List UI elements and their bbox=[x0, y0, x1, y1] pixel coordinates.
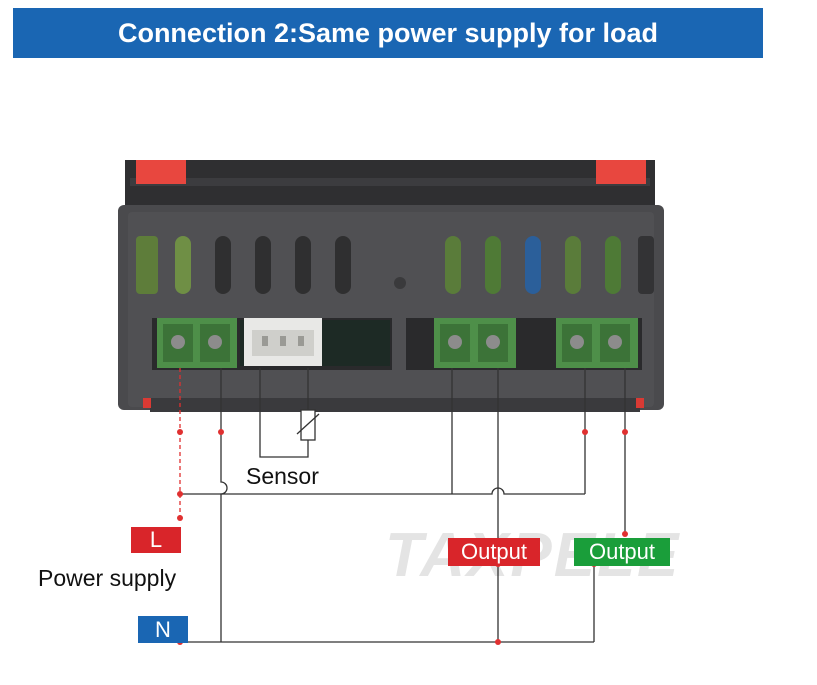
sensor-element bbox=[300, 409, 316, 441]
vent-slots bbox=[136, 236, 654, 294]
thermostat-device bbox=[118, 160, 664, 412]
device-bottom-ledge bbox=[150, 398, 640, 412]
title-banner: Connection 2:Same power supply for load bbox=[13, 8, 763, 58]
supply-bus-right bbox=[452, 487, 585, 495]
junction-dot bbox=[622, 531, 628, 537]
output-1-tag-text: Output bbox=[460, 539, 528, 564]
right-mount-clip bbox=[596, 160, 646, 184]
junction-dot bbox=[177, 491, 183, 497]
sensor-label: Sensor bbox=[246, 463, 319, 489]
bottom-clip-left bbox=[143, 398, 151, 408]
sensor-element-slash bbox=[296, 413, 320, 435]
junction-dots bbox=[177, 429, 628, 645]
junction-dot bbox=[622, 429, 628, 435]
output-2-tag-text: Output bbox=[588, 539, 656, 564]
sensor-wire-left bbox=[259, 368, 309, 458]
line-tag: L bbox=[131, 527, 181, 553]
device-top-ridge bbox=[130, 178, 650, 186]
junction-dot bbox=[177, 429, 183, 435]
bottom-clip-right bbox=[636, 398, 644, 408]
neutral-tag-text: N bbox=[155, 616, 171, 642]
neutral-tag: N bbox=[138, 616, 188, 643]
output-1-tag: Output bbox=[448, 538, 540, 566]
junction-dot bbox=[218, 429, 224, 435]
junction-dot bbox=[177, 515, 183, 521]
terminal-block-power bbox=[157, 318, 237, 368]
sensor-connector bbox=[244, 318, 322, 366]
terminal-block-output-1 bbox=[434, 318, 516, 368]
junction-dot bbox=[495, 639, 501, 645]
center-screw bbox=[394, 277, 406, 289]
terminal-block-output-2 bbox=[556, 318, 638, 368]
left-mount-clip bbox=[136, 160, 186, 184]
page-title: Connection 2:Same power supply for load bbox=[117, 17, 659, 48]
output-2-tag: Output bbox=[574, 538, 670, 566]
junction-dot bbox=[582, 429, 588, 435]
line-tag-text: L bbox=[149, 527, 163, 552]
power-supply-label: Power supply bbox=[38, 565, 177, 591]
